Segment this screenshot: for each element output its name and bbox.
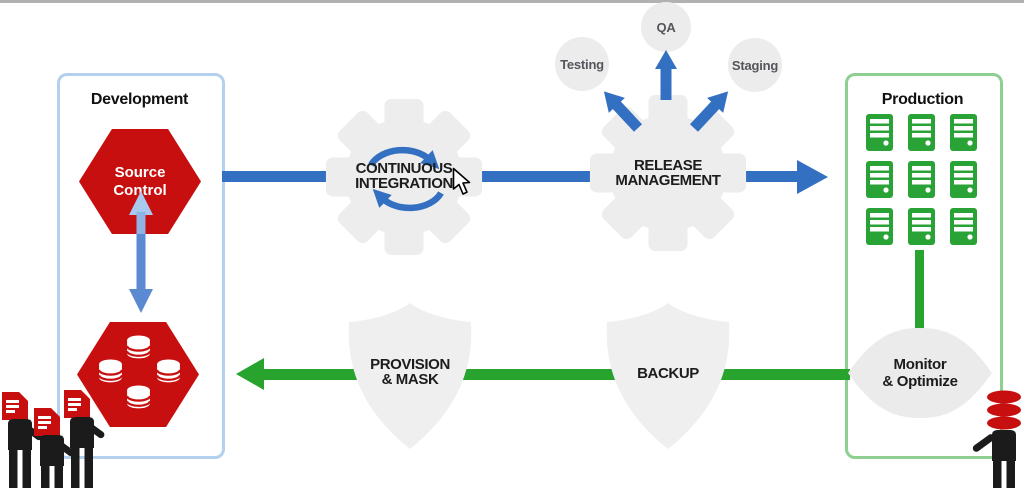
server-icon (866, 161, 893, 198)
servers-to-monitor-connector (915, 250, 924, 330)
server-icon (950, 114, 977, 151)
database-icon (125, 335, 152, 359)
monitor-lens-icon (848, 328, 992, 418)
qa-label: QA (656, 19, 676, 35)
monitor-optimize-label: Monitor & Optimize (882, 356, 958, 390)
ci-pipeline-arrow-line (222, 171, 802, 182)
document-icon (34, 408, 60, 436)
analyst-person-icon (64, 390, 105, 488)
server-icon (908, 208, 935, 245)
mouse-cursor-icon (452, 167, 471, 195)
continuous-integration-label: CONTINUOUS INTEGRATION (355, 160, 453, 192)
server-icon (950, 161, 977, 198)
development-box (57, 73, 225, 459)
ci-pipeline-arrowhead (797, 160, 828, 194)
production-box (845, 73, 1003, 459)
production-title: Production (881, 91, 964, 108)
analyst-person-icon (2, 392, 43, 488)
source-control-label: Source Control (113, 163, 167, 199)
server-icon (866, 208, 893, 245)
server-icon (908, 161, 935, 198)
document-icon (64, 390, 90, 418)
release-management-label: RELEASE MANAGEMENT (615, 157, 721, 189)
production-server-grid (866, 114, 977, 245)
server-icon (950, 208, 977, 245)
database-stack-icon (987, 390, 1021, 430)
shield-icon (606, 303, 730, 449)
shield-icon (348, 303, 472, 449)
dba-person-icon (972, 390, 1021, 488)
return-pipeline-arrow-line (258, 369, 850, 380)
gear-icon (589, 94, 747, 252)
backup-label: BACKUP (637, 365, 699, 382)
qa-circle: QA (641, 2, 691, 52)
return-pipeline-arrowhead (236, 358, 264, 390)
testing-circle: Testing (555, 37, 609, 91)
analyst-person-icon (34, 408, 75, 488)
testing-label: Testing (560, 56, 604, 72)
development-title: Development (90, 91, 189, 108)
database-icon (97, 359, 124, 383)
database-icon (125, 385, 152, 409)
sync-double-arrow (129, 191, 153, 313)
sync-cycle-icon (368, 146, 444, 212)
database-icon (155, 359, 182, 383)
server-icon (908, 114, 935, 151)
staging-label: Staging (731, 57, 779, 73)
staging-circle: Staging (728, 38, 782, 92)
release-fanout-arrows (595, 50, 737, 136)
top-edge-divider (0, 0, 1024, 3)
server-icon (866, 114, 893, 151)
provision-mask-label: PROVISION & MASK (370, 356, 450, 388)
document-icon (2, 392, 28, 420)
